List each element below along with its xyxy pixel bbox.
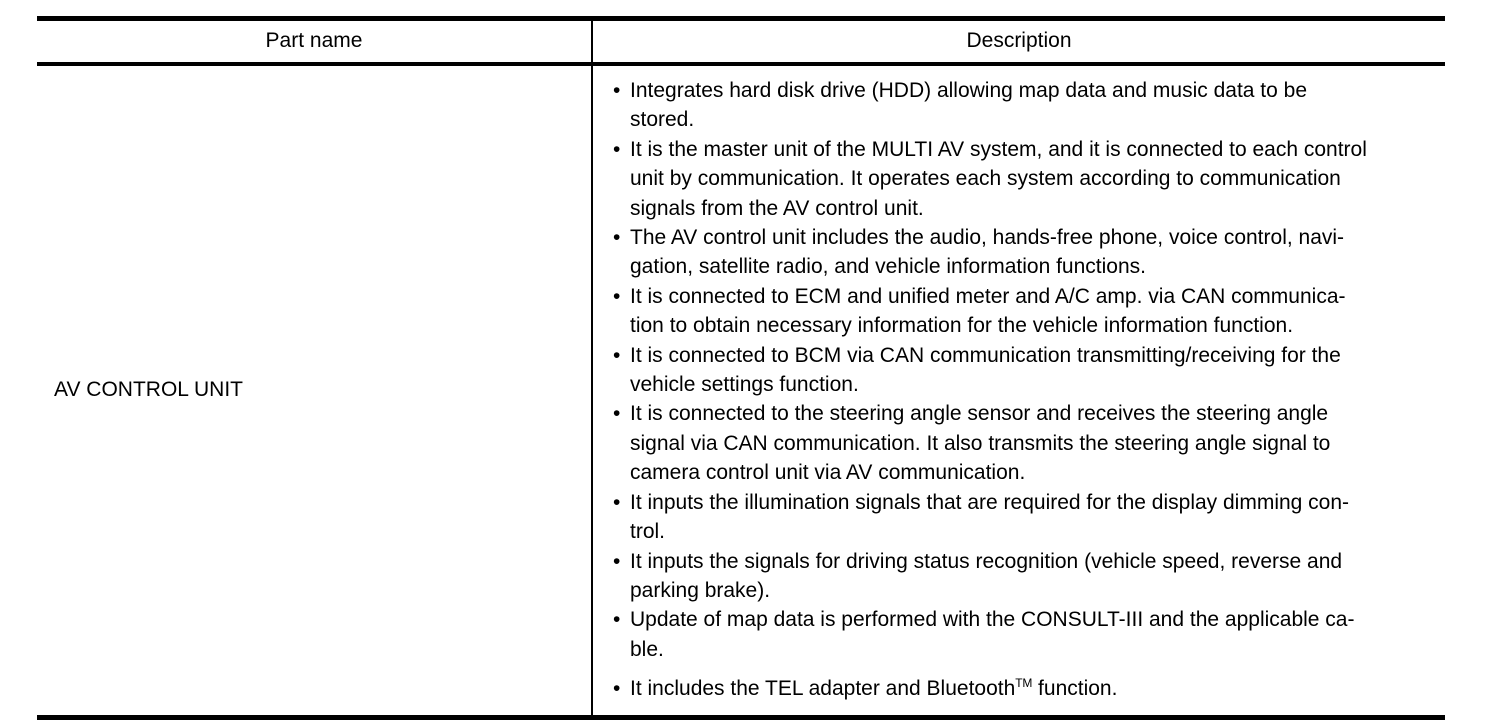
description-line: ble.: [630, 637, 664, 661]
top-rule-bar: [37, 16, 1445, 21]
description-bullet-item: • The AV control unit includes the audio,…: [593, 223, 1435, 282]
bullet-marker-icon: •: [613, 343, 621, 367]
description-bullet-item: • It is the master unit of the MULTI AV s…: [593, 135, 1435, 223]
description-line: It is connected to the steering angle se…: [630, 402, 1329, 426]
description-bullet-item: • It is connected to ECM and unified mete…: [593, 282, 1435, 341]
description-bullet-item: • It inputs the illumination signals that…: [593, 488, 1435, 547]
description-line: The AV control unit includes the audio, …: [630, 226, 1345, 250]
description-line: It includes the TEL adapter and Bluetoot…: [630, 676, 1118, 701]
table-row: AV CONTROL UNIT • Integrates hard disk dr…: [37, 64, 1445, 720]
description-line: tion to obtain necessary information for…: [630, 314, 1294, 338]
description-line: gation, satellite radio, and vehicle inf…: [630, 255, 1146, 279]
description-line: signals from the AV control unit.: [630, 196, 924, 220]
description-line: It is the master unit of the MULTI AV sy…: [630, 137, 1367, 161]
bullet-marker-icon: •: [613, 402, 621, 426]
table-body: Part name Description AV CONTROL UNIT • I…: [37, 16, 1445, 720]
description-line: trol.: [630, 520, 666, 544]
bullet-marker-icon: •: [613, 490, 621, 514]
description-line: parking brake).: [630, 578, 771, 602]
description-line: It is connected to BCM via CAN communica…: [630, 343, 1341, 367]
part-description-table: Part name Description AV CONTROL UNIT • I…: [37, 16, 1445, 720]
bullet-marker-icon: •: [613, 137, 621, 161]
bullet-marker-icon: •: [613, 284, 621, 308]
description-bullet-item: • It is connected to BCM via CAN communic…: [593, 341, 1435, 400]
table-top-rule: [37, 16, 1445, 21]
table-header-row: Part name Description: [37, 21, 1445, 66]
description-bullet-list: • Integrates hard disk drive (HDD) allowi…: [593, 76, 1435, 704]
description-line: vehicle settings function.: [630, 373, 859, 397]
description-line: Update of map data is performed with the…: [630, 608, 1355, 632]
description-line: It inputs the illumination signals that …: [630, 490, 1350, 514]
bullet-marker-icon: •: [613, 608, 621, 632]
bullet-marker-icon: •: [613, 226, 621, 250]
cell-description: • Integrates hard disk drive (HDD) allowi…: [591, 64, 1445, 720]
description-bullet-item: • It includes the TEL adapter and Bluetoo…: [593, 674, 1435, 703]
description-bullet-item: • It is connected to the steering angle s…: [593, 399, 1435, 487]
description-bullet-item: • It inputs the signals for driving statu…: [593, 547, 1435, 606]
column-header-description: Description: [591, 21, 1445, 66]
trademark-superscript: TM: [1015, 676, 1033, 691]
description-bullet-item: • Update of map data is performed with th…: [593, 605, 1435, 664]
bullet-marker-icon: •: [613, 79, 621, 102]
bullet-marker-icon: •: [613, 677, 621, 701]
description-line: Integrates hard disk drive (HDD) allowin…: [630, 79, 1308, 102]
description-line: signal via CAN communication. It also tr…: [630, 431, 1331, 455]
description-line: It inputs the signals for driving status…: [630, 549, 1343, 573]
bullet-marker-icon: •: [613, 549, 621, 573]
description-bullet-item: • Integrates hard disk drive (HDD) allowi…: [593, 76, 1435, 135]
description-line: It is connected to ECM and unified meter…: [630, 284, 1346, 308]
description-line: unit by communication. It operates each …: [630, 167, 1341, 191]
description-line: stored.: [630, 108, 695, 132]
description-line: camera control unit via AV communication…: [630, 461, 1026, 485]
cell-part-name: AV CONTROL UNIT: [37, 64, 592, 720]
column-header-part-name: Part name: [37, 21, 592, 66]
